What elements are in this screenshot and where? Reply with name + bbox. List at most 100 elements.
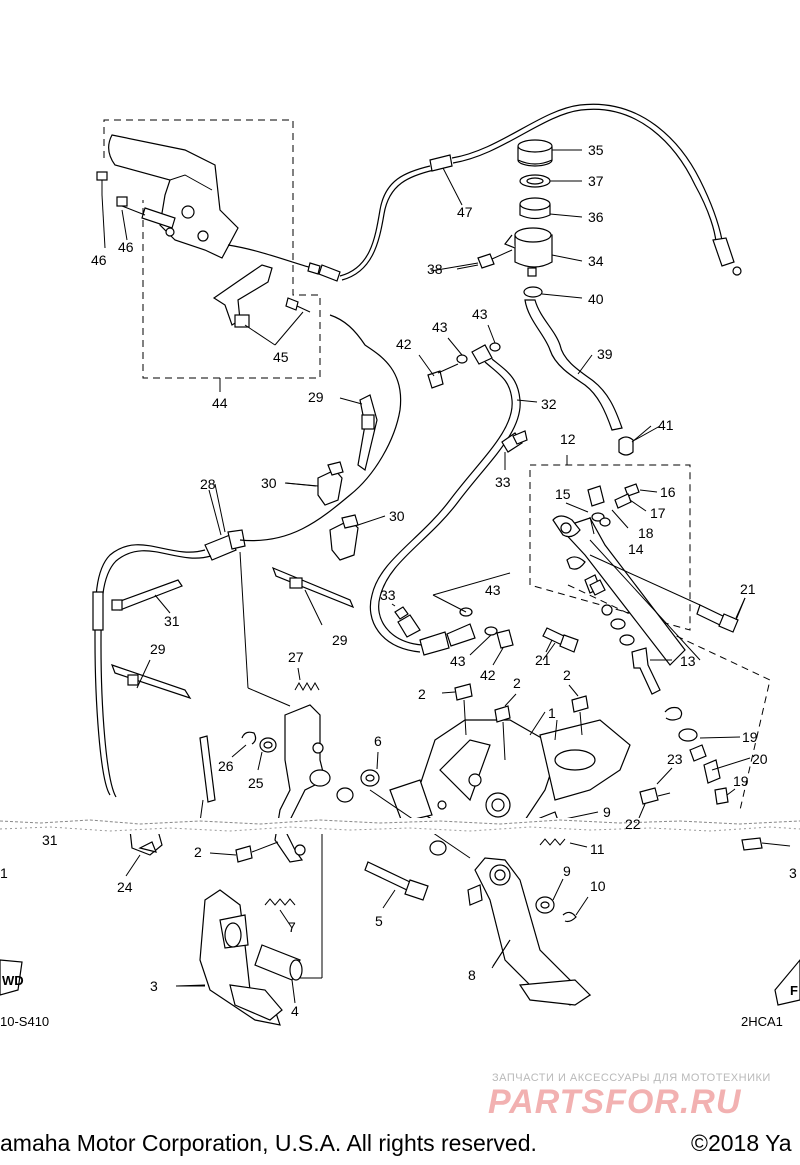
- callout-31: 31: [42, 832, 58, 848]
- cable-tie-left-lower: [199, 735, 216, 823]
- master-cylinder-13: [552, 515, 701, 666]
- bolt-21-upper: [589, 554, 746, 633]
- callout-24: 24: [117, 879, 133, 895]
- callout-33: 33: [380, 587, 396, 603]
- leader-lines: [176, 262, 746, 987]
- hose-fitting-14-18: [565, 483, 658, 535]
- callout-2: 2: [194, 844, 202, 860]
- callout-11: 11: [590, 841, 605, 857]
- cable-28: [92, 314, 402, 798]
- pedal-bracket-1: [389, 719, 631, 831]
- callout-42: 42: [480, 667, 496, 683]
- copyright-text: amaha Motor Corporation, U.S.A. All righ…: [0, 1130, 537, 1156]
- bracket-45: [212, 264, 311, 346]
- spring-11: [539, 838, 588, 848]
- washer-43-upper: [447, 324, 501, 364]
- torn-edge: [0, 818, 800, 834]
- callout-1: 1: [548, 705, 556, 721]
- reservoir-cap-35: [517, 139, 582, 167]
- callout-16: 16: [660, 484, 676, 500]
- bolt-38: [456, 249, 513, 270]
- washer-9-lower: [535, 878, 564, 914]
- callout-45: 45: [273, 349, 289, 365]
- bolt-46-lower: [116, 196, 146, 241]
- watermark-tagline: ЗАПЧАСТИ И АКСЕССУАРЫ ДЛЯ МОТОТЕХНИКИ: [492, 1072, 771, 1084]
- washer-43-lower: [432, 572, 511, 656]
- fwd-badge-right: F: [790, 983, 798, 998]
- cable-tie-29-left: [110, 659, 192, 700]
- clamp-41: [618, 425, 652, 456]
- clip-10-lower: [562, 896, 589, 923]
- callout-7: 7: [288, 919, 296, 935]
- callout-6: 6: [374, 733, 382, 749]
- callout-47: 47: [457, 204, 473, 220]
- callout-1-edge: 1: [0, 865, 8, 881]
- pin-22-23: [638, 767, 673, 819]
- callout-19: 19: [742, 729, 758, 745]
- diaphragm-plate-37: [519, 174, 582, 188]
- piston-kit-13: [584, 574, 672, 695]
- callout-8: 8: [468, 967, 476, 983]
- union-bolt-42-lower: [492, 629, 514, 666]
- brake-cable-47: [227, 103, 742, 282]
- pedal-3: [175, 889, 283, 1026]
- callout-17: 17: [650, 505, 666, 521]
- callout-12: 12: [560, 431, 576, 447]
- fwd-arrow-left: WD: [0, 959, 24, 996]
- bolt-5: [364, 861, 429, 909]
- clamp-30-upper: [284, 461, 344, 506]
- fwd-arrow-right: F: [774, 959, 800, 1006]
- right-edge-bolt: [741, 837, 791, 851]
- callout-10: 10: [590, 878, 606, 894]
- callout-43: 43: [485, 582, 501, 598]
- cable-tie-29-right: [271, 566, 355, 626]
- callout-9: 9: [563, 863, 571, 879]
- spring-7: [264, 898, 296, 929]
- callout-25: 25: [248, 775, 264, 791]
- brake-pedal-8: [369, 789, 592, 1006]
- callout-40: 40: [588, 291, 604, 307]
- callout-3: 3: [150, 978, 158, 994]
- clip-33-upper: [501, 430, 528, 470]
- group-outline-44: [103, 119, 321, 392]
- callout-20: 20: [752, 751, 768, 767]
- spring-27: [239, 551, 320, 707]
- callout-15: 15: [555, 486, 571, 502]
- diaphragm-36: [519, 197, 583, 220]
- callout-4: 4: [291, 1003, 299, 1019]
- callout-9: 9: [603, 804, 611, 820]
- parking-brake-lever: [108, 134, 239, 259]
- callout-5: 5: [375, 913, 383, 929]
- callout-31: 31: [164, 613, 180, 629]
- reservoir-hose-39: [524, 299, 623, 431]
- callout-29: 29: [332, 632, 348, 648]
- diagram-code-right: 2HCA1: [741, 1014, 783, 1029]
- callout-21: 21: [740, 581, 756, 597]
- callout-30: 30: [389, 508, 405, 524]
- callout-43: 43: [450, 653, 466, 669]
- callout-38: 38: [427, 261, 443, 277]
- callout-30: 30: [261, 475, 277, 491]
- callout-21: 21: [535, 652, 551, 668]
- bolt-46-upper: [96, 171, 108, 249]
- callout-2: 2: [563, 667, 571, 683]
- union-bolt-42-upper: [418, 354, 459, 389]
- callout-13: 13: [680, 653, 696, 669]
- callout-42: 42: [396, 336, 412, 352]
- callout-43: 43: [432, 319, 448, 335]
- callout-39: 39: [597, 346, 613, 362]
- cable-tie-31-upper: [111, 579, 183, 614]
- cable-tie-29-upper: [339, 394, 378, 472]
- callout-29: 29: [308, 389, 324, 405]
- clamp-40: [523, 286, 583, 299]
- callout-29: 29: [150, 641, 166, 657]
- callout-33: 33: [495, 474, 511, 490]
- reservoir-34: [504, 227, 583, 277]
- callout-2: 2: [418, 686, 426, 702]
- callout-14: 14: [628, 541, 644, 557]
- callout-26: 26: [218, 758, 234, 774]
- brake-hose-32: [369, 344, 538, 656]
- callout-37: 37: [588, 173, 604, 189]
- fwd-badge-left: WD: [2, 973, 24, 988]
- callout-32: 32: [541, 396, 557, 412]
